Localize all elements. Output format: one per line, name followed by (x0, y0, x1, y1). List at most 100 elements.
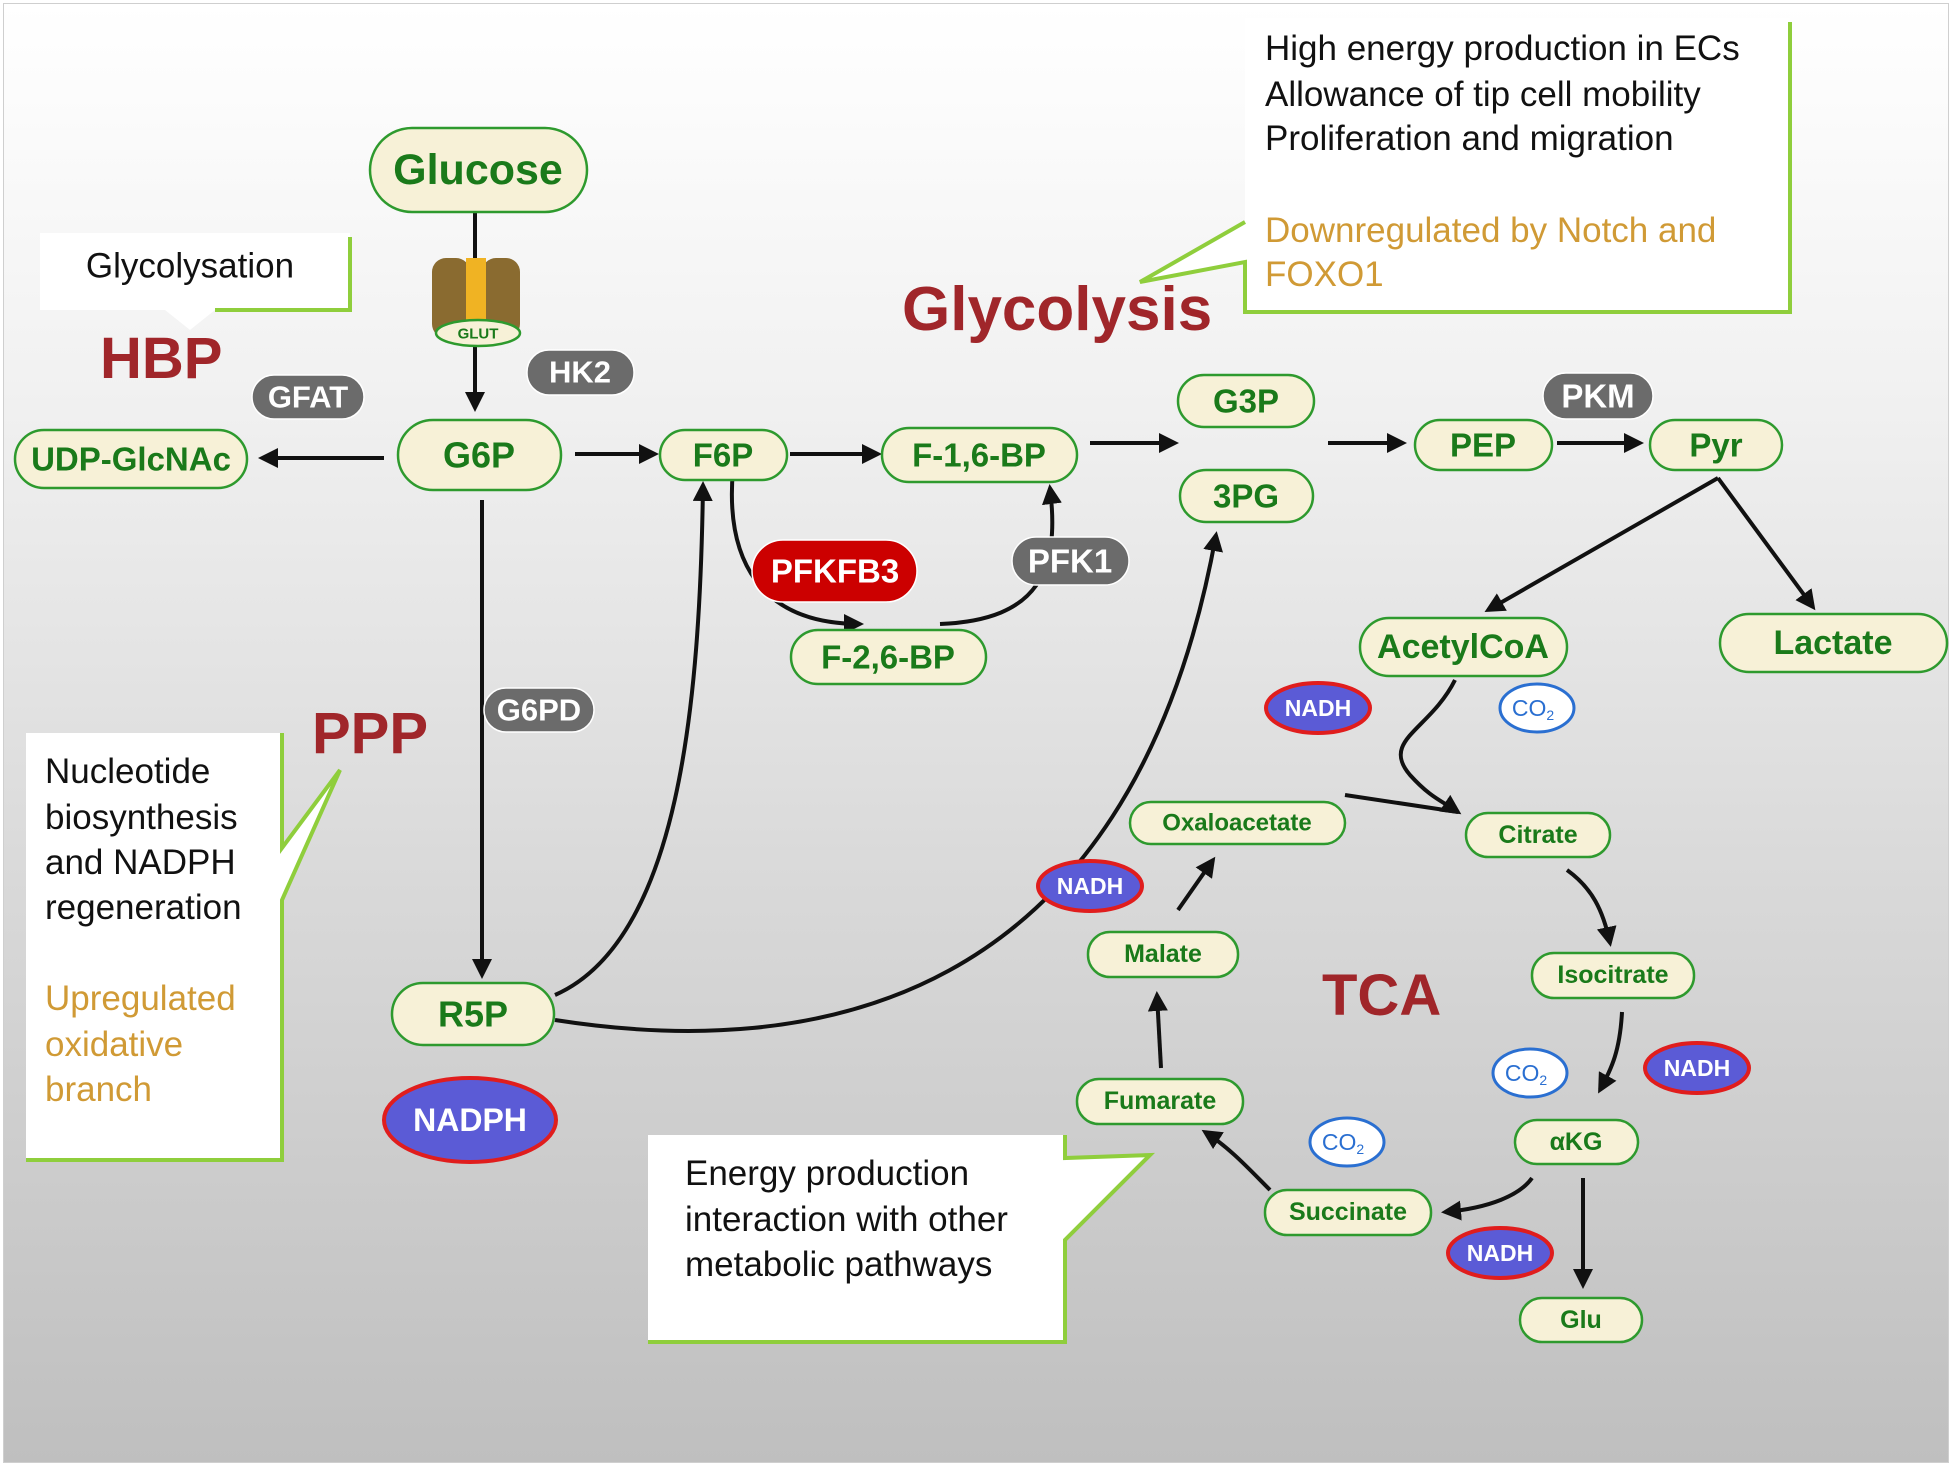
node-akg[interactable]: αKG (1513, 1118, 1640, 1166)
arrow-fumarate-malate (1147, 991, 1168, 1069)
node-isocitrate-label: Isocitrate (1557, 961, 1668, 989)
glycolysis-callout-line-1: High energy production in ECs (1265, 29, 1740, 68)
node-f16bp-label: F-1,6-BP (912, 437, 1046, 474)
glycolysis-callout-note-2: FOXO1 (1265, 255, 1384, 294)
node-f26bp-label: F-2,6-BP (821, 639, 955, 676)
enzyme-pfk1-label: PFK1 (1028, 543, 1112, 580)
arrow-succinate-fumarate (1201, 1129, 1272, 1192)
arrow-malate-oxaloacetate (1176, 856, 1216, 912)
node-lactate[interactable]: Lactate (1718, 612, 1949, 674)
ppp-callout-note-3: branch (45, 1070, 152, 1109)
enzyme-pkm-label: PKM (1561, 378, 1634, 415)
node-udp-glcnac[interactable]: UDP-GlcNAc (13, 428, 249, 490)
cofactors: NADPH NADH NADH NADH NADH CO2 CO2 CO2 (382, 681, 1751, 1280)
ppp-callout-note-2: oxidative (45, 1025, 183, 1064)
arrow-isocitrate-akg (1598, 1011, 1624, 1094)
nadh-label-akg: NADH (1467, 1240, 1533, 1266)
nadph-label: NADPH (413, 1102, 527, 1138)
node-pep[interactable]: PEP (1413, 418, 1554, 472)
node-lactate-label: Lactate (1773, 624, 1892, 662)
node-r5p-label: R5P (438, 994, 508, 1035)
enzyme-gfat[interactable]: GFAT (251, 374, 365, 420)
node-3pg[interactable]: 3PG (1178, 468, 1315, 524)
node-glucose-label: Glucose (393, 146, 563, 194)
node-r5p[interactable]: R5P (390, 981, 556, 1047)
nadh-label-acetylcoa: NADH (1285, 695, 1351, 721)
arrow-akg-succinate (1441, 1176, 1534, 1221)
hbp-callout-text: Glycolysation (86, 247, 294, 286)
arrow-pyr-lactate (1716, 476, 1816, 611)
node-f6p-label: F6P (693, 437, 754, 474)
ppp-callout-line-1: Nucleotide (45, 752, 210, 791)
node-citrate[interactable]: Citrate (1464, 811, 1612, 859)
glycolysis-label: Glycolysis (902, 275, 1212, 344)
enzyme-pkm[interactable]: PKM (1542, 372, 1654, 420)
glycolysis-callout-line-3: Proliferation and migration (1265, 119, 1674, 158)
node-glu[interactable]: Glu (1518, 1296, 1644, 1344)
enzyme-pfkfb3[interactable]: PFKFB3 (751, 539, 918, 603)
hbp-callout: Glycolysation (40, 233, 352, 330)
ppp-callout: Nucleotide biosynthesis and NADPH regene… (26, 733, 342, 1162)
nadh-badge-isocitrate: NADH (1643, 1041, 1751, 1095)
ppp-label: PPP (312, 701, 428, 766)
node-isocitrate[interactable]: Isocitrate (1530, 951, 1696, 1000)
tca-callout-line-3: metabolic pathways (685, 1245, 992, 1284)
enzyme-hk2[interactable]: HK2 (526, 349, 635, 396)
node-acetylcoa[interactable]: AcetylCoA (1358, 616, 1569, 678)
nadh-badge-acetylcoa: NADH (1264, 681, 1372, 735)
arrows (258, 213, 1816, 1289)
enzyme-gfat-label: GFAT (268, 380, 348, 415)
nadh-label-malate: NADH (1057, 873, 1123, 899)
enzyme-g6pd[interactable]: G6PD (483, 687, 595, 733)
node-pyr-label: Pyr (1689, 427, 1742, 464)
tca-callout-line-2: interaction with other (685, 1200, 1008, 1239)
node-udp-glcnac-label: UDP-GlcNAc (31, 441, 231, 478)
co2-label-isocitrate: CO2 (1505, 1060, 1548, 1088)
ppp-callout-line-4: regeneration (45, 888, 242, 927)
ppp-callout-note-1: Upregulated (45, 979, 236, 1018)
node-glucose[interactable]: Glucose (368, 126, 589, 214)
glut-badge (434, 318, 522, 348)
node-acetylcoa-label: AcetylCoA (1377, 628, 1549, 666)
node-oxaloacetate[interactable]: Oxaloacetate (1128, 800, 1347, 846)
tca-callout-line-1: Energy production (685, 1154, 969, 1193)
arrow-citrate-isocitrate (1565, 868, 1617, 947)
metabolite-nodes: Glucose G6P UDP-GlcNAc F6P F-1,6-BP F-2,… (13, 126, 1949, 1344)
ppp-callout-line-2: biosynthesis (45, 798, 238, 837)
node-g6p[interactable]: G6P (396, 418, 563, 492)
arrow-r5p-3pg (554, 531, 1223, 1033)
co2-badge-succinate: CO2 (1308, 1116, 1386, 1168)
nadh-badge-akg: NADH (1446, 1226, 1554, 1280)
glycolysis-callout: High energy production in ECs Allowance … (1139, 18, 1792, 314)
node-f26bp[interactable]: F-2,6-BP (789, 628, 988, 686)
node-g3p[interactable]: G3P (1176, 373, 1316, 429)
co2-badge-isocitrate: CO2 (1491, 1047, 1569, 1099)
enzyme-pfk1[interactable]: PFK1 (1011, 536, 1130, 586)
glut-left-lobe (432, 258, 470, 338)
node-fumarate[interactable]: Fumarate (1075, 1077, 1245, 1126)
arrow-oxaloacetate-citrate (1344, 793, 1459, 814)
node-f6p[interactable]: F6P (658, 428, 789, 482)
hbp-label: HBP (100, 326, 222, 391)
glycolysis-callout-note-1: Downregulated by Notch and (1265, 211, 1716, 250)
node-citrate-label: Citrate (1498, 821, 1577, 849)
co2-badge-acetylcoa: CO2 (1498, 682, 1576, 734)
enzyme-g6pd-label: G6PD (497, 693, 581, 728)
glycolysis-callout-line-2: Allowance of tip cell mobility (1265, 75, 1701, 114)
arrow-acetylcoa-citrate (1398, 679, 1462, 815)
nadh-label-isocitrate: NADH (1664, 1055, 1730, 1081)
nadh-badge-malate: NADH (1036, 859, 1144, 913)
node-malate[interactable]: Malate (1086, 930, 1240, 979)
node-g3p-label: G3P (1213, 383, 1279, 420)
co2-label-acetylcoa: CO2 (1512, 695, 1555, 723)
tca-label: TCA (1322, 963, 1441, 1028)
node-3pg-label: 3PG (1213, 478, 1279, 515)
nadph-badge: NADPH (382, 1076, 558, 1164)
arrow-pyr-acetylcoa (1484, 476, 1719, 612)
node-succinate[interactable]: Succinate (1263, 1188, 1433, 1237)
enzyme-badges: HK2 GFAT G6PD PFKFB3 PFK1 PKM (251, 349, 1654, 733)
co2-label-succinate: CO2 (1322, 1129, 1365, 1157)
node-f16bp[interactable]: F-1,6-BP (880, 426, 1079, 484)
node-pyr[interactable]: Pyr (1648, 418, 1784, 472)
